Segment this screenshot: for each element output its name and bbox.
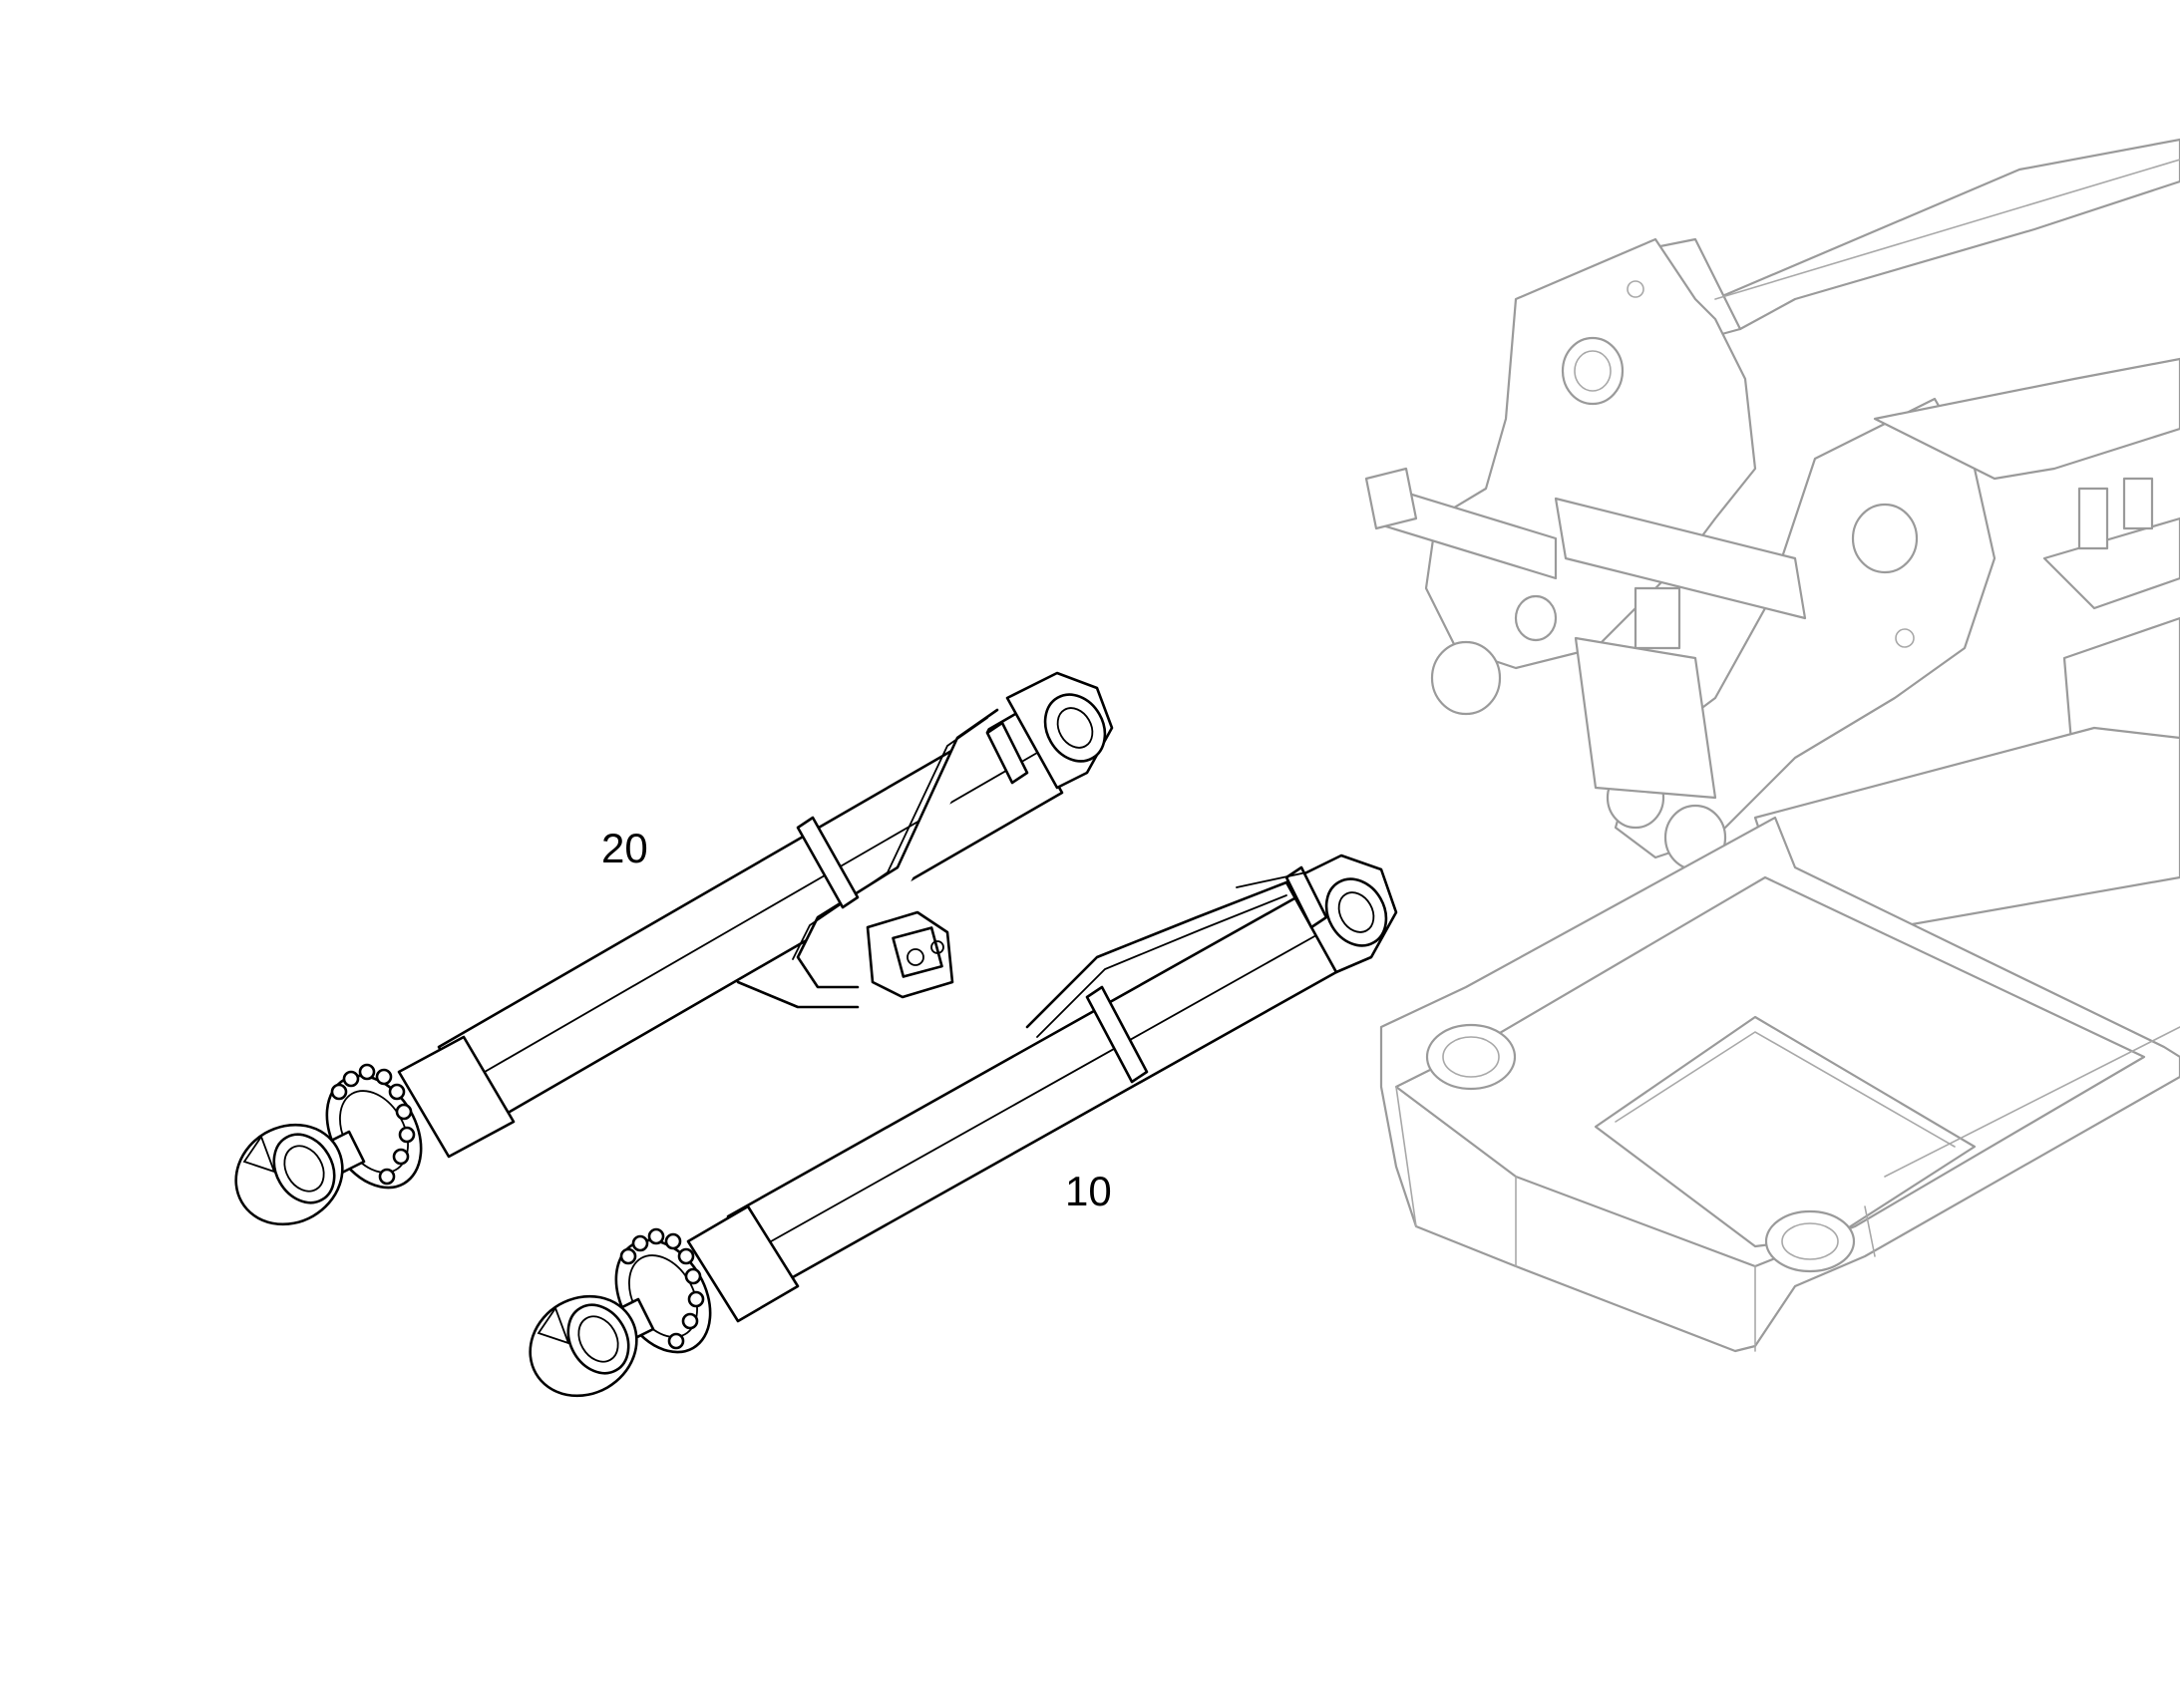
valve-block-20 — [866, 910, 954, 999]
callout-label-10: 10 — [1065, 1168, 1112, 1214]
rod-eye-20 — [234, 1123, 344, 1226]
excavator-frame-background — [1364, 138, 2180, 1353]
hydraulic-cylinder-10 — [529, 854, 1398, 1398]
hydraulic-cylinder-20 — [234, 671, 1114, 1226]
callout-label-20: 20 — [601, 825, 648, 871]
bolt-ring-20 — [330, 1063, 416, 1186]
bolt-ring-10 — [619, 1227, 705, 1350]
cap-eye-20 — [1005, 671, 1114, 790]
cap-eye-10 — [1284, 854, 1398, 974]
rod-eye-10 — [529, 1294, 638, 1398]
